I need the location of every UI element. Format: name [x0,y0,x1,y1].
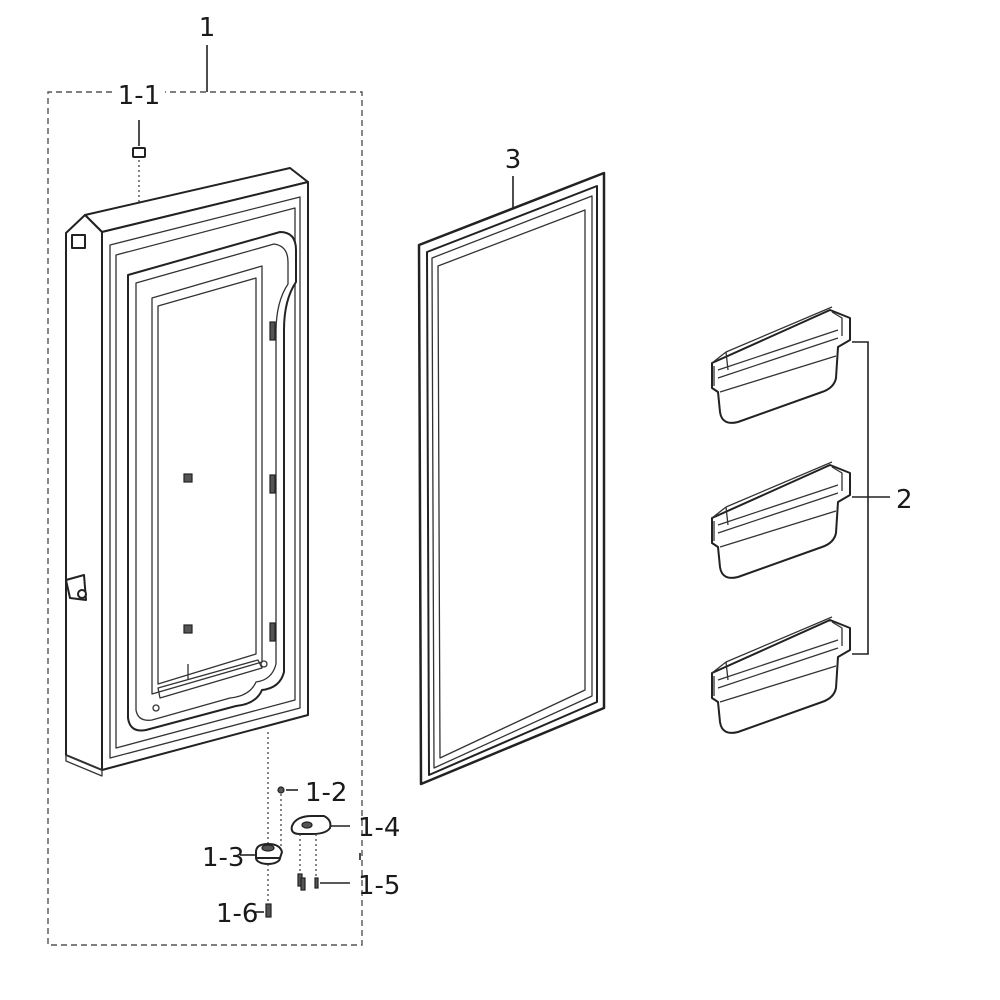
door-liner [65,167,309,777]
bins-bracket [852,341,869,655]
assembly-bracket [47,91,363,946]
callout-1-6: 1-6 [216,899,258,929]
door-bin-3 [711,616,851,734]
door-bin-2 [711,461,851,579]
callout-1-2: 1-2 [305,778,347,808]
callout-1-5: 1-5 [358,871,400,901]
callout-3: 3 [505,145,522,175]
callout-1-4: 1-4 [358,813,400,843]
callout-2: 2 [896,485,913,515]
part-1-5-screws: 1-5 [297,853,400,901]
callout-1-1: 1-1 [118,81,160,111]
part-2-door-bins: 2 [711,306,913,734]
callout-1-3: 1-3 [202,843,244,873]
part-1-6-hinge-screw: 1-6 [216,899,272,929]
callout-1: 1 [199,13,216,43]
part-1-4-hinge-plate: 1-4 [290,813,400,876]
assembly-group: 1 1-1 [47,13,363,946]
part-3-door-gasket: 3 [417,145,606,786]
part-1-3-hinge-bushing: 1-3 [202,843,283,902]
part-1-2-washer: 1-2 [277,778,347,848]
door-bin-1 [711,306,851,424]
part-1-1-clip [132,120,146,218]
